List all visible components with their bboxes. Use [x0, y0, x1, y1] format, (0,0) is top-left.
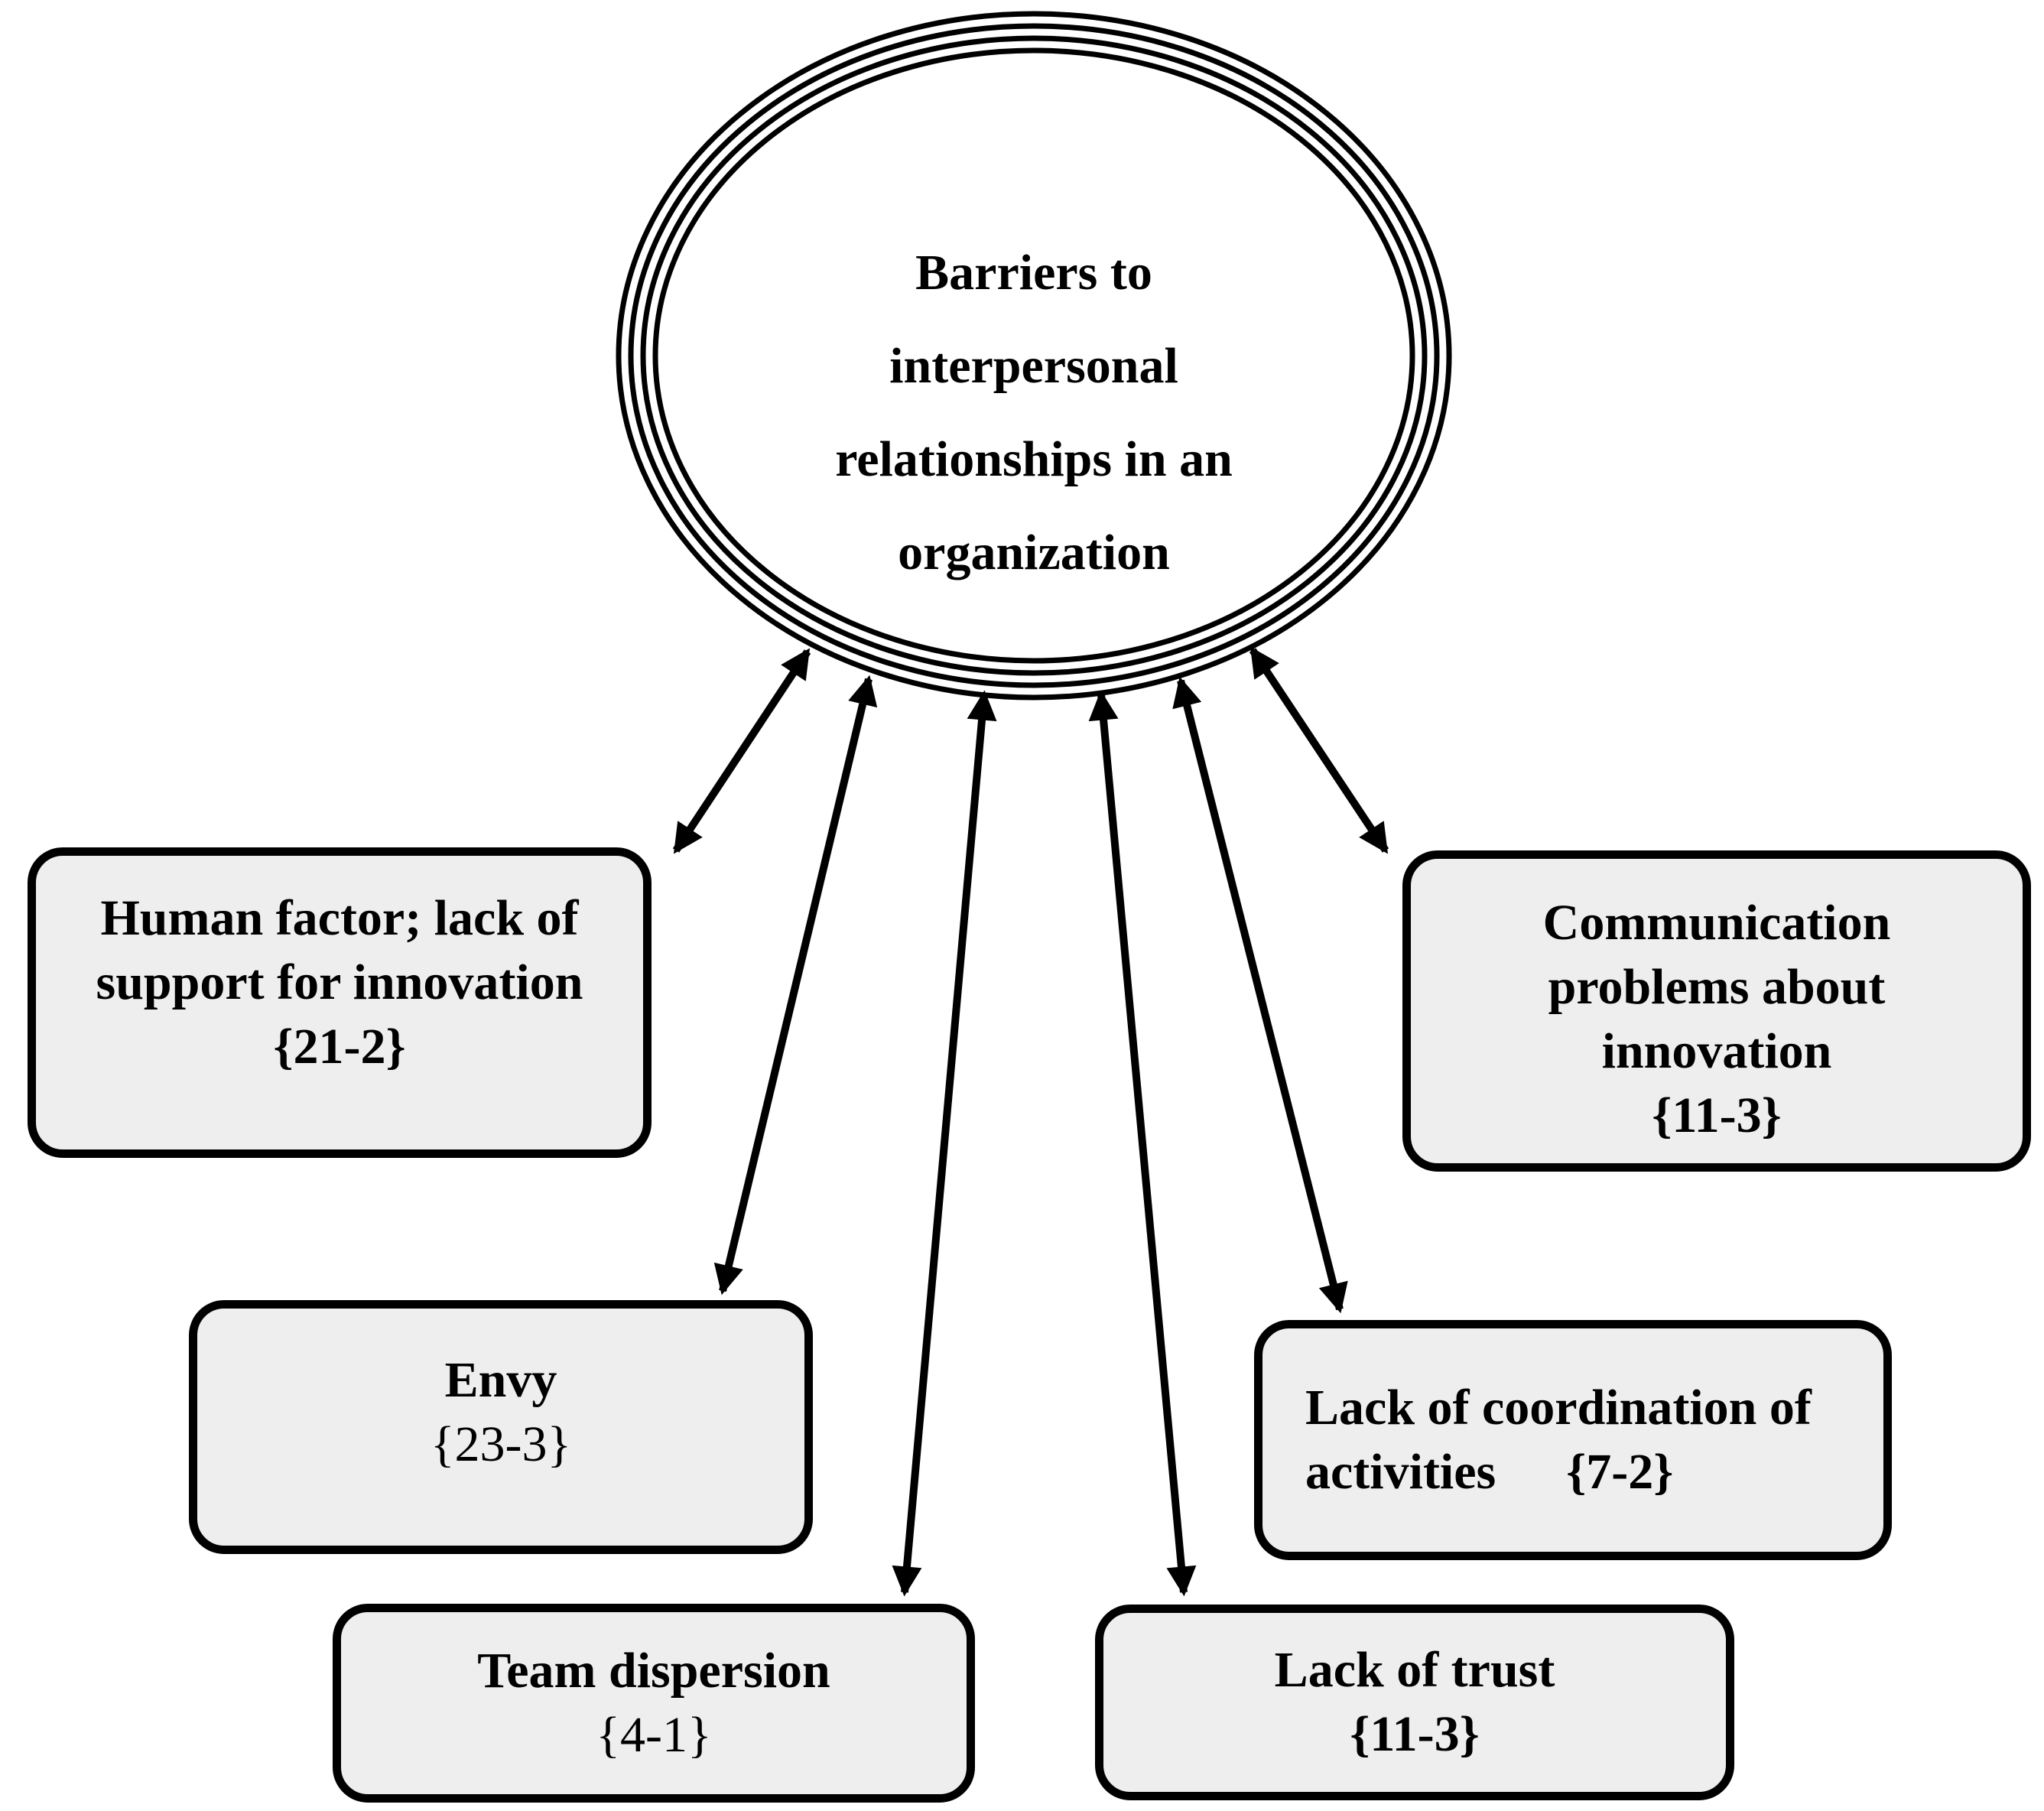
arrow-human-factor	[672, 648, 811, 854]
node-code: {11-3}	[1350, 1706, 1480, 1762]
node-label-line: Communication	[1542, 895, 1891, 951]
arrow-envy	[713, 675, 878, 1296]
node-label-line: problems about	[1548, 959, 1886, 1015]
center-label-line: interpersonal	[889, 338, 1178, 394]
center-ellipse-rings	[616, 11, 1452, 701]
node-label-line: Envy	[444, 1352, 557, 1408]
node-human-factor: Human factor; lack of support for innova…	[28, 847, 652, 1158]
node-label-line: Lack of trust	[1274, 1642, 1555, 1698]
center-node-label: Barriers to interpersonal relationships …	[690, 226, 1378, 600]
node-label-line: Lack of coordination of	[1305, 1380, 1812, 1435]
node-code: {4-1}	[596, 1707, 712, 1763]
arrow-communication	[1249, 646, 1389, 854]
ellipse-ring-outer	[616, 11, 1452, 701]
node-label-line: innovation	[1601, 1023, 1832, 1079]
ellipse-ring-inner	[652, 47, 1415, 664]
arrow-team-dispersion	[892, 690, 997, 1597]
center-label-line: Barriers to	[915, 245, 1152, 301]
node-label-line: Human factor; lack of	[100, 890, 579, 946]
node-code: {21-2}	[273, 1019, 406, 1075]
node-label-word: activities	[1305, 1444, 1496, 1500]
ellipse-ring-3	[640, 35, 1428, 676]
node-label-line: support for innovation	[96, 954, 583, 1010]
node-code: {7-2}	[1566, 1444, 1674, 1500]
center-label-line: organization	[898, 525, 1170, 580]
arrow-coordination	[1172, 676, 1348, 1314]
node-label-line: Team dispersion	[477, 1643, 830, 1699]
arrow-lack-of-trust	[1088, 690, 1197, 1597]
node-team-dispersion: Team dispersion {4-1}	[333, 1604, 975, 1803]
node-code: {11-3}	[1652, 1088, 1782, 1143]
node-communication-problems: Communication problems about innovation …	[1402, 850, 2031, 1172]
ellipse-ring-2	[628, 23, 1440, 688]
node-lack-of-coordination: Lack of coordination of activities {7-2}	[1254, 1320, 1892, 1560]
node-lack-of-trust: Lack of trust {11-3}	[1095, 1605, 1734, 1800]
node-code: {23-3}	[430, 1416, 572, 1472]
node-envy: Envy {23-3}	[189, 1300, 813, 1554]
center-label-line: relationships in an	[835, 431, 1233, 487]
node-label-line: activities {7-2}	[1305, 1440, 1673, 1504]
connector-arrows	[672, 646, 1389, 1597]
